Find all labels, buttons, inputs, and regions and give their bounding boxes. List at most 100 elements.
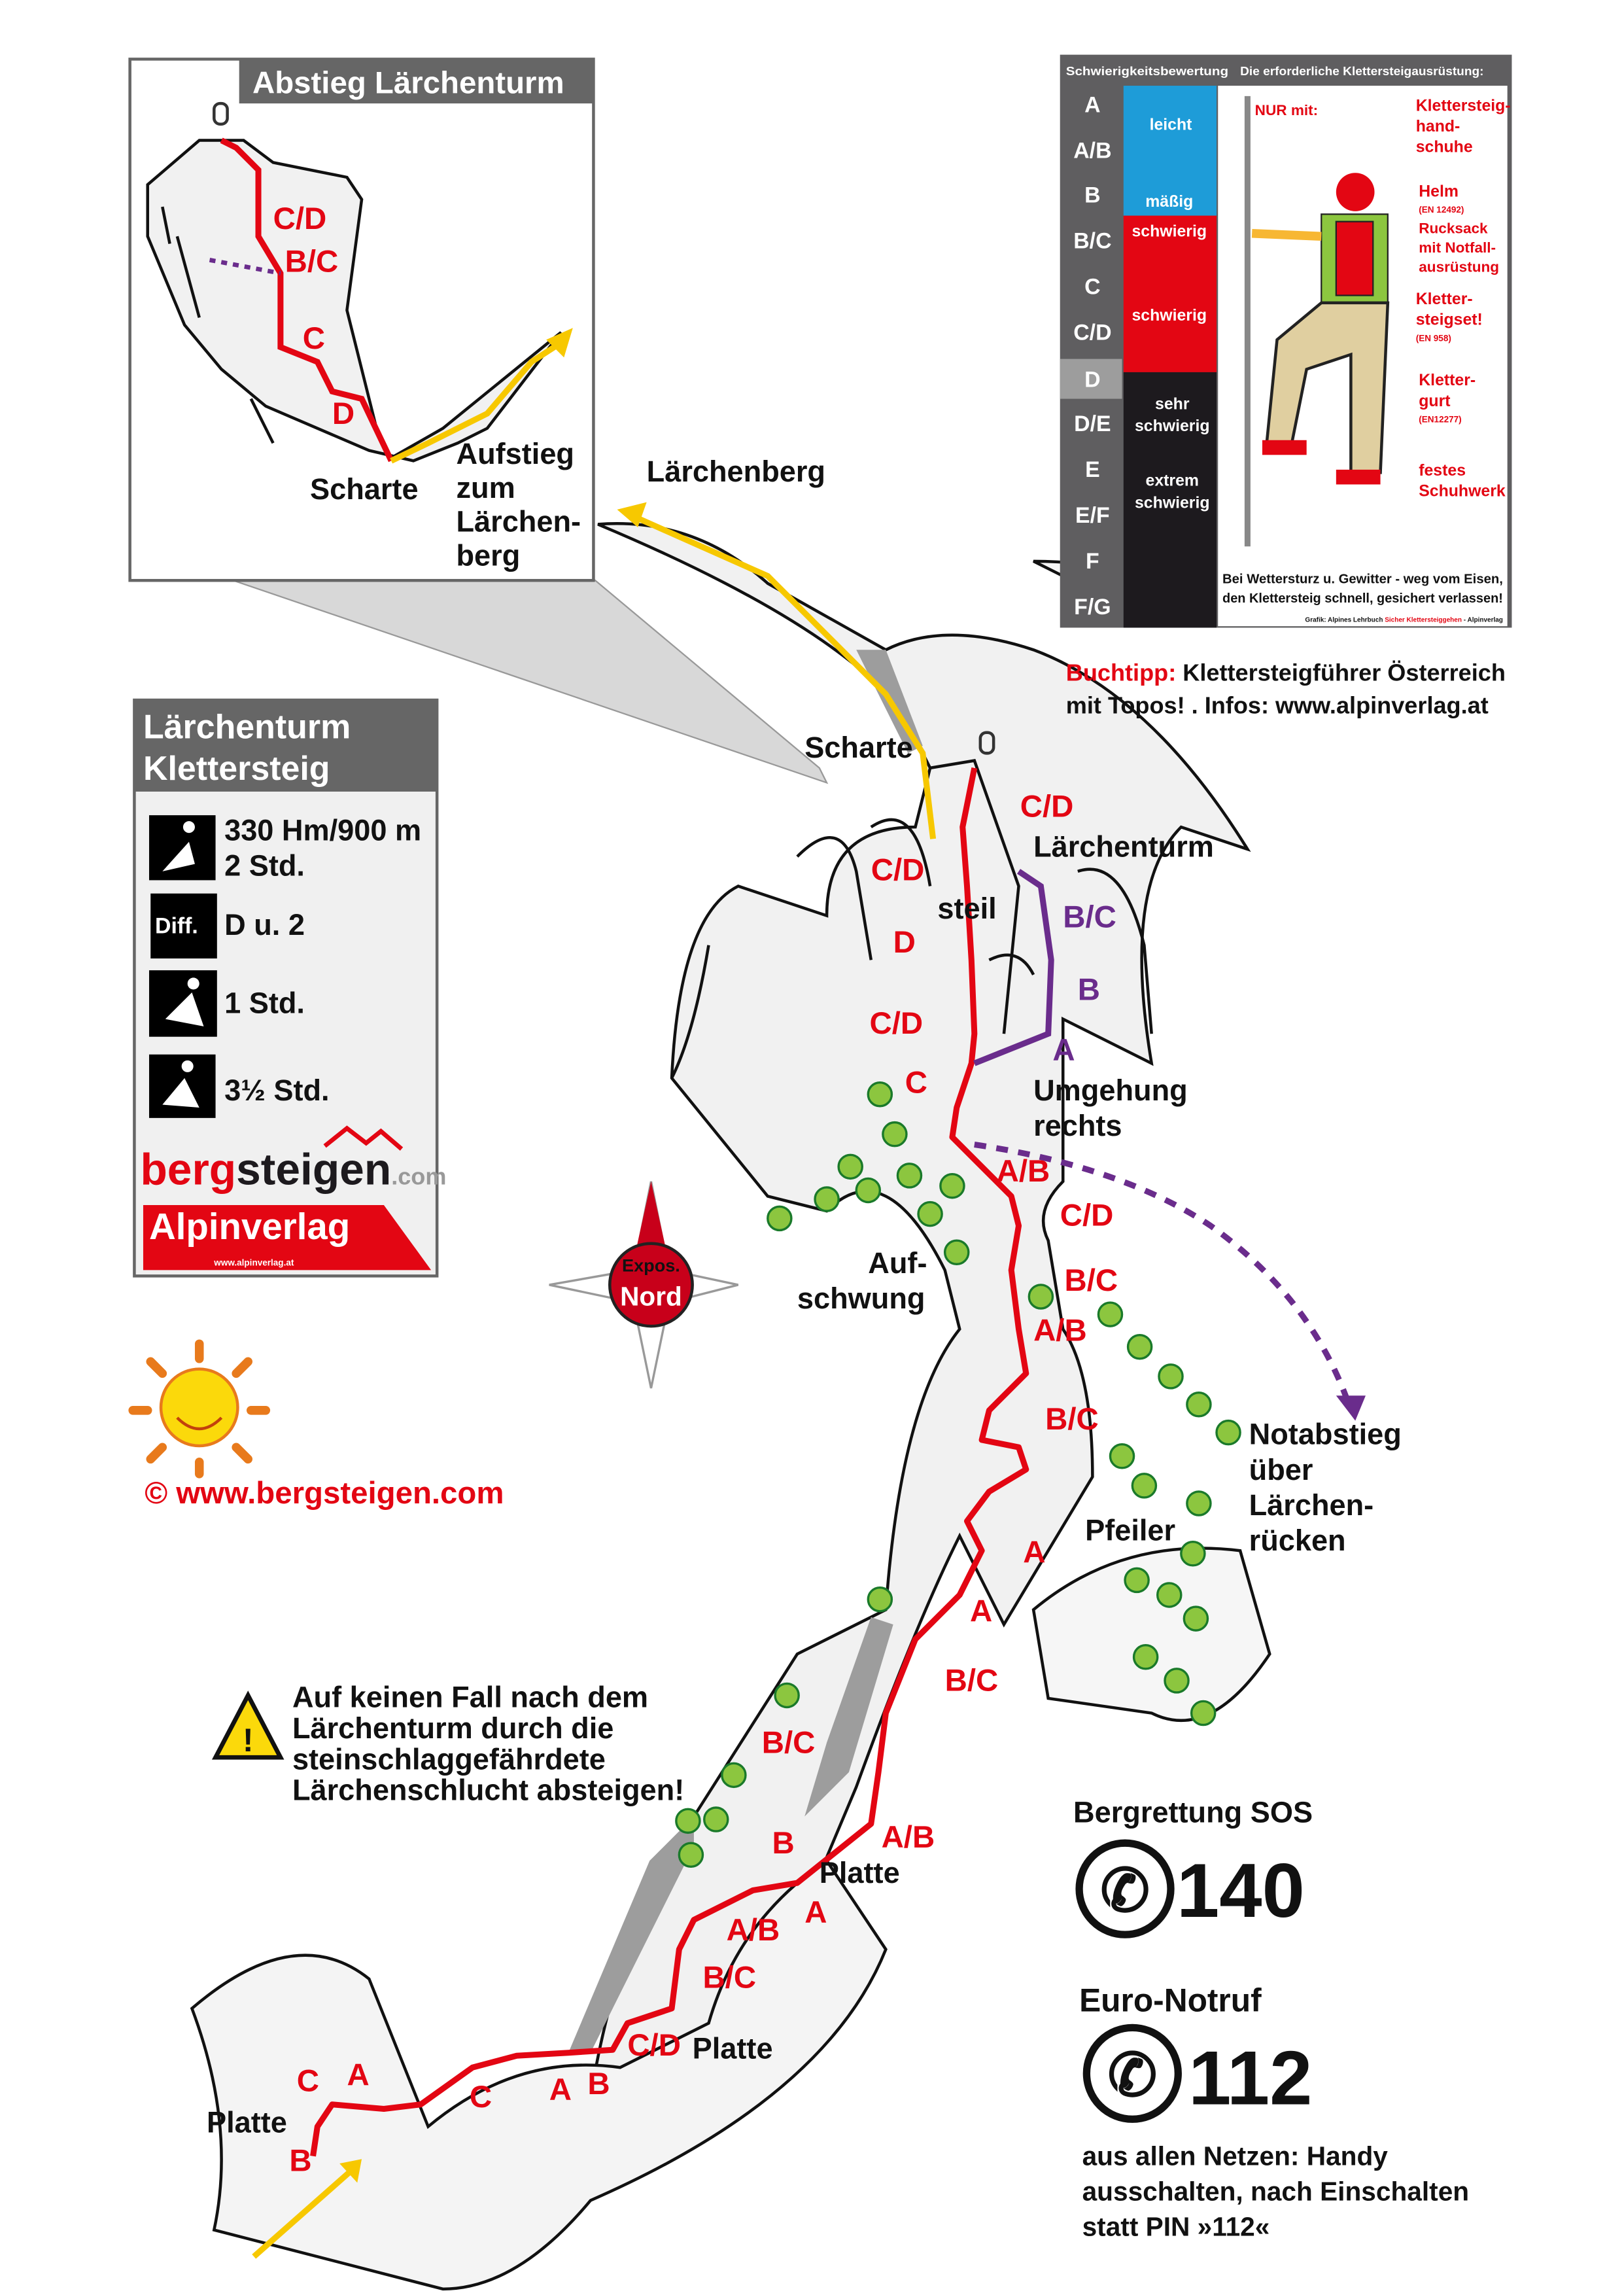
map-text: 112 <box>1188 2035 1312 2121</box>
map-text: Klettersteig <box>143 750 330 788</box>
label-notabstieg: über <box>1249 1453 1313 1486</box>
map-text: Nord <box>620 1282 682 1312</box>
label-aufstieg: berg <box>456 539 520 572</box>
map-text: steinschlaggefährdete <box>292 1742 606 1776</box>
label-scharte: Scharte <box>804 731 913 764</box>
map-text: schwierig <box>1135 417 1210 435</box>
map-text: NUR mit: <box>1255 102 1319 118</box>
map-text: F <box>1086 549 1099 574</box>
difficulty-icon <box>150 893 217 959</box>
map-text: statt PIN »112« <box>1082 2212 1270 2242</box>
map-text: Rucksack <box>1419 220 1488 237</box>
anchor-icon <box>978 731 995 755</box>
grade-label: B/C <box>285 244 339 279</box>
bush-icons <box>675 1081 1241 1868</box>
anchor-icon <box>213 101 229 126</box>
label-umgehung: Umgehung <box>1033 1074 1188 1107</box>
map-text: 330 Hm/900 m <box>224 813 421 847</box>
grade-label: C/D <box>273 201 327 236</box>
arrow-icon <box>617 502 647 527</box>
arrow-icon <box>339 2159 362 2183</box>
route-red-main <box>310 767 1029 2157</box>
map-text: Diff. <box>155 914 198 939</box>
map-text: schwierig <box>1132 222 1207 240</box>
map-text: steigset! <box>1416 311 1483 329</box>
map-text: B <box>587 2067 610 2101</box>
map-text: www.alpinverlag.at <box>213 1258 294 1268</box>
map-text: B <box>772 1826 795 1861</box>
label-aufstieg: Lärchen- <box>456 505 581 538</box>
info-box: Lärchenturm Klettersteig 330 Hm/900 m 2 … <box>133 698 446 1278</box>
climbing-icon <box>148 815 216 881</box>
map-text: A <box>1052 1033 1075 1068</box>
map-text: ausrüstung <box>1419 258 1499 275</box>
map-text: sehr <box>1155 395 1190 413</box>
map-text: B <box>1078 972 1100 1007</box>
map-text: Helm <box>1419 183 1459 200</box>
label-laerchenberg: Lärchenberg <box>647 455 825 488</box>
grade-label: D <box>332 396 354 431</box>
map-text: Schuhwerk <box>1419 483 1506 500</box>
arrow-icon <box>546 328 573 358</box>
map-text: (EN 958) <box>1416 334 1451 343</box>
map-text: C/D <box>1073 320 1111 345</box>
grade-labels: C/D C/D D C/D C A/B C/D B/C A/B B/C A A … <box>289 789 1118 2178</box>
map-text: den Klettersteig schnell, gesichert verl… <box>1222 591 1503 606</box>
map-text: C <box>297 2063 319 2098</box>
map-text: B/C <box>702 1960 756 1995</box>
arrow-icon <box>1336 1395 1366 1421</box>
grade-label: C <box>303 321 325 356</box>
map-text: A/B <box>1073 139 1111 164</box>
inset-route-yellow <box>390 340 563 464</box>
label-platte: Platte <box>820 1856 900 1889</box>
map-text: 2 Std. <box>224 849 305 883</box>
map-text: Alpinverlag <box>149 1206 350 1247</box>
map-text: mit Notfall- <box>1419 239 1496 256</box>
inset-route-red <box>220 137 394 463</box>
map-text: schwierig <box>1132 307 1207 324</box>
map-text: E/F <box>1075 503 1110 528</box>
route-yellow-descent <box>633 514 937 839</box>
map-text: A <box>970 1594 992 1629</box>
map-text: C <box>470 2080 492 2114</box>
map-text: Auf keinen Fall nach dem <box>292 1681 648 1714</box>
map-text: C <box>905 1065 927 1100</box>
map-text: B <box>1084 183 1100 207</box>
phone-icon <box>1082 2023 1182 2123</box>
map-text: B <box>289 2143 311 2178</box>
map-text: (EN12277) <box>1419 415 1461 425</box>
map-text: extrem <box>1146 472 1199 490</box>
map-text: A <box>804 1895 827 1930</box>
map-text: C/D <box>870 1006 924 1041</box>
climber-illustration-icon <box>1251 173 1390 485</box>
phone-icon <box>1075 1839 1175 1938</box>
map-text: ausschalten, nach Einschalten <box>1082 2176 1470 2206</box>
map-text: (EN 12492) <box>1419 205 1464 215</box>
map-text: Lärchenturm <box>143 709 351 746</box>
label-laerchenturm: Lärchenturm <box>1033 830 1214 863</box>
descent-inset: Abstieg Lärchenturm C/D B/C C D Scharte … <box>128 58 595 582</box>
warning: ! Auf keinen Fall nach dem Lärchenturm d… <box>211 1681 684 1807</box>
map-text: Kletter- <box>1419 372 1476 389</box>
map-text: D <box>1084 368 1100 393</box>
book-tip-link[interactable]: mit Topos! . Infos: www.alpinverlag.at <box>1066 692 1489 718</box>
map-text: A/B <box>727 1913 780 1948</box>
label-platte: Platte <box>207 2106 287 2139</box>
label-notabstieg: rücken <box>1249 1524 1346 1557</box>
label-notabstieg: Lärchen- <box>1249 1488 1374 1522</box>
bergsteigen-logo: bergsteigen.com <box>140 1125 446 1194</box>
map-text: bergsteigen.com <box>140 1145 446 1194</box>
map-text: A/B <box>882 1820 935 1855</box>
map-text: B/C <box>945 1664 999 1698</box>
map-text: A/B <box>997 1154 1050 1189</box>
compass-icon: Expos. Nord <box>549 1181 739 1389</box>
map-text: C/D <box>871 852 925 887</box>
map-text: Expos. <box>622 1255 680 1276</box>
map-text: F/G <box>1074 595 1111 620</box>
sun-icon <box>128 1339 271 1479</box>
route-yellow-approach <box>252 2165 356 2259</box>
map-text: Klettersteig- <box>1416 97 1511 114</box>
label-aufstieg: Aufstieg <box>456 437 574 470</box>
copyright-link[interactable]: © www.bergsteigen.com <box>145 1476 504 1511</box>
